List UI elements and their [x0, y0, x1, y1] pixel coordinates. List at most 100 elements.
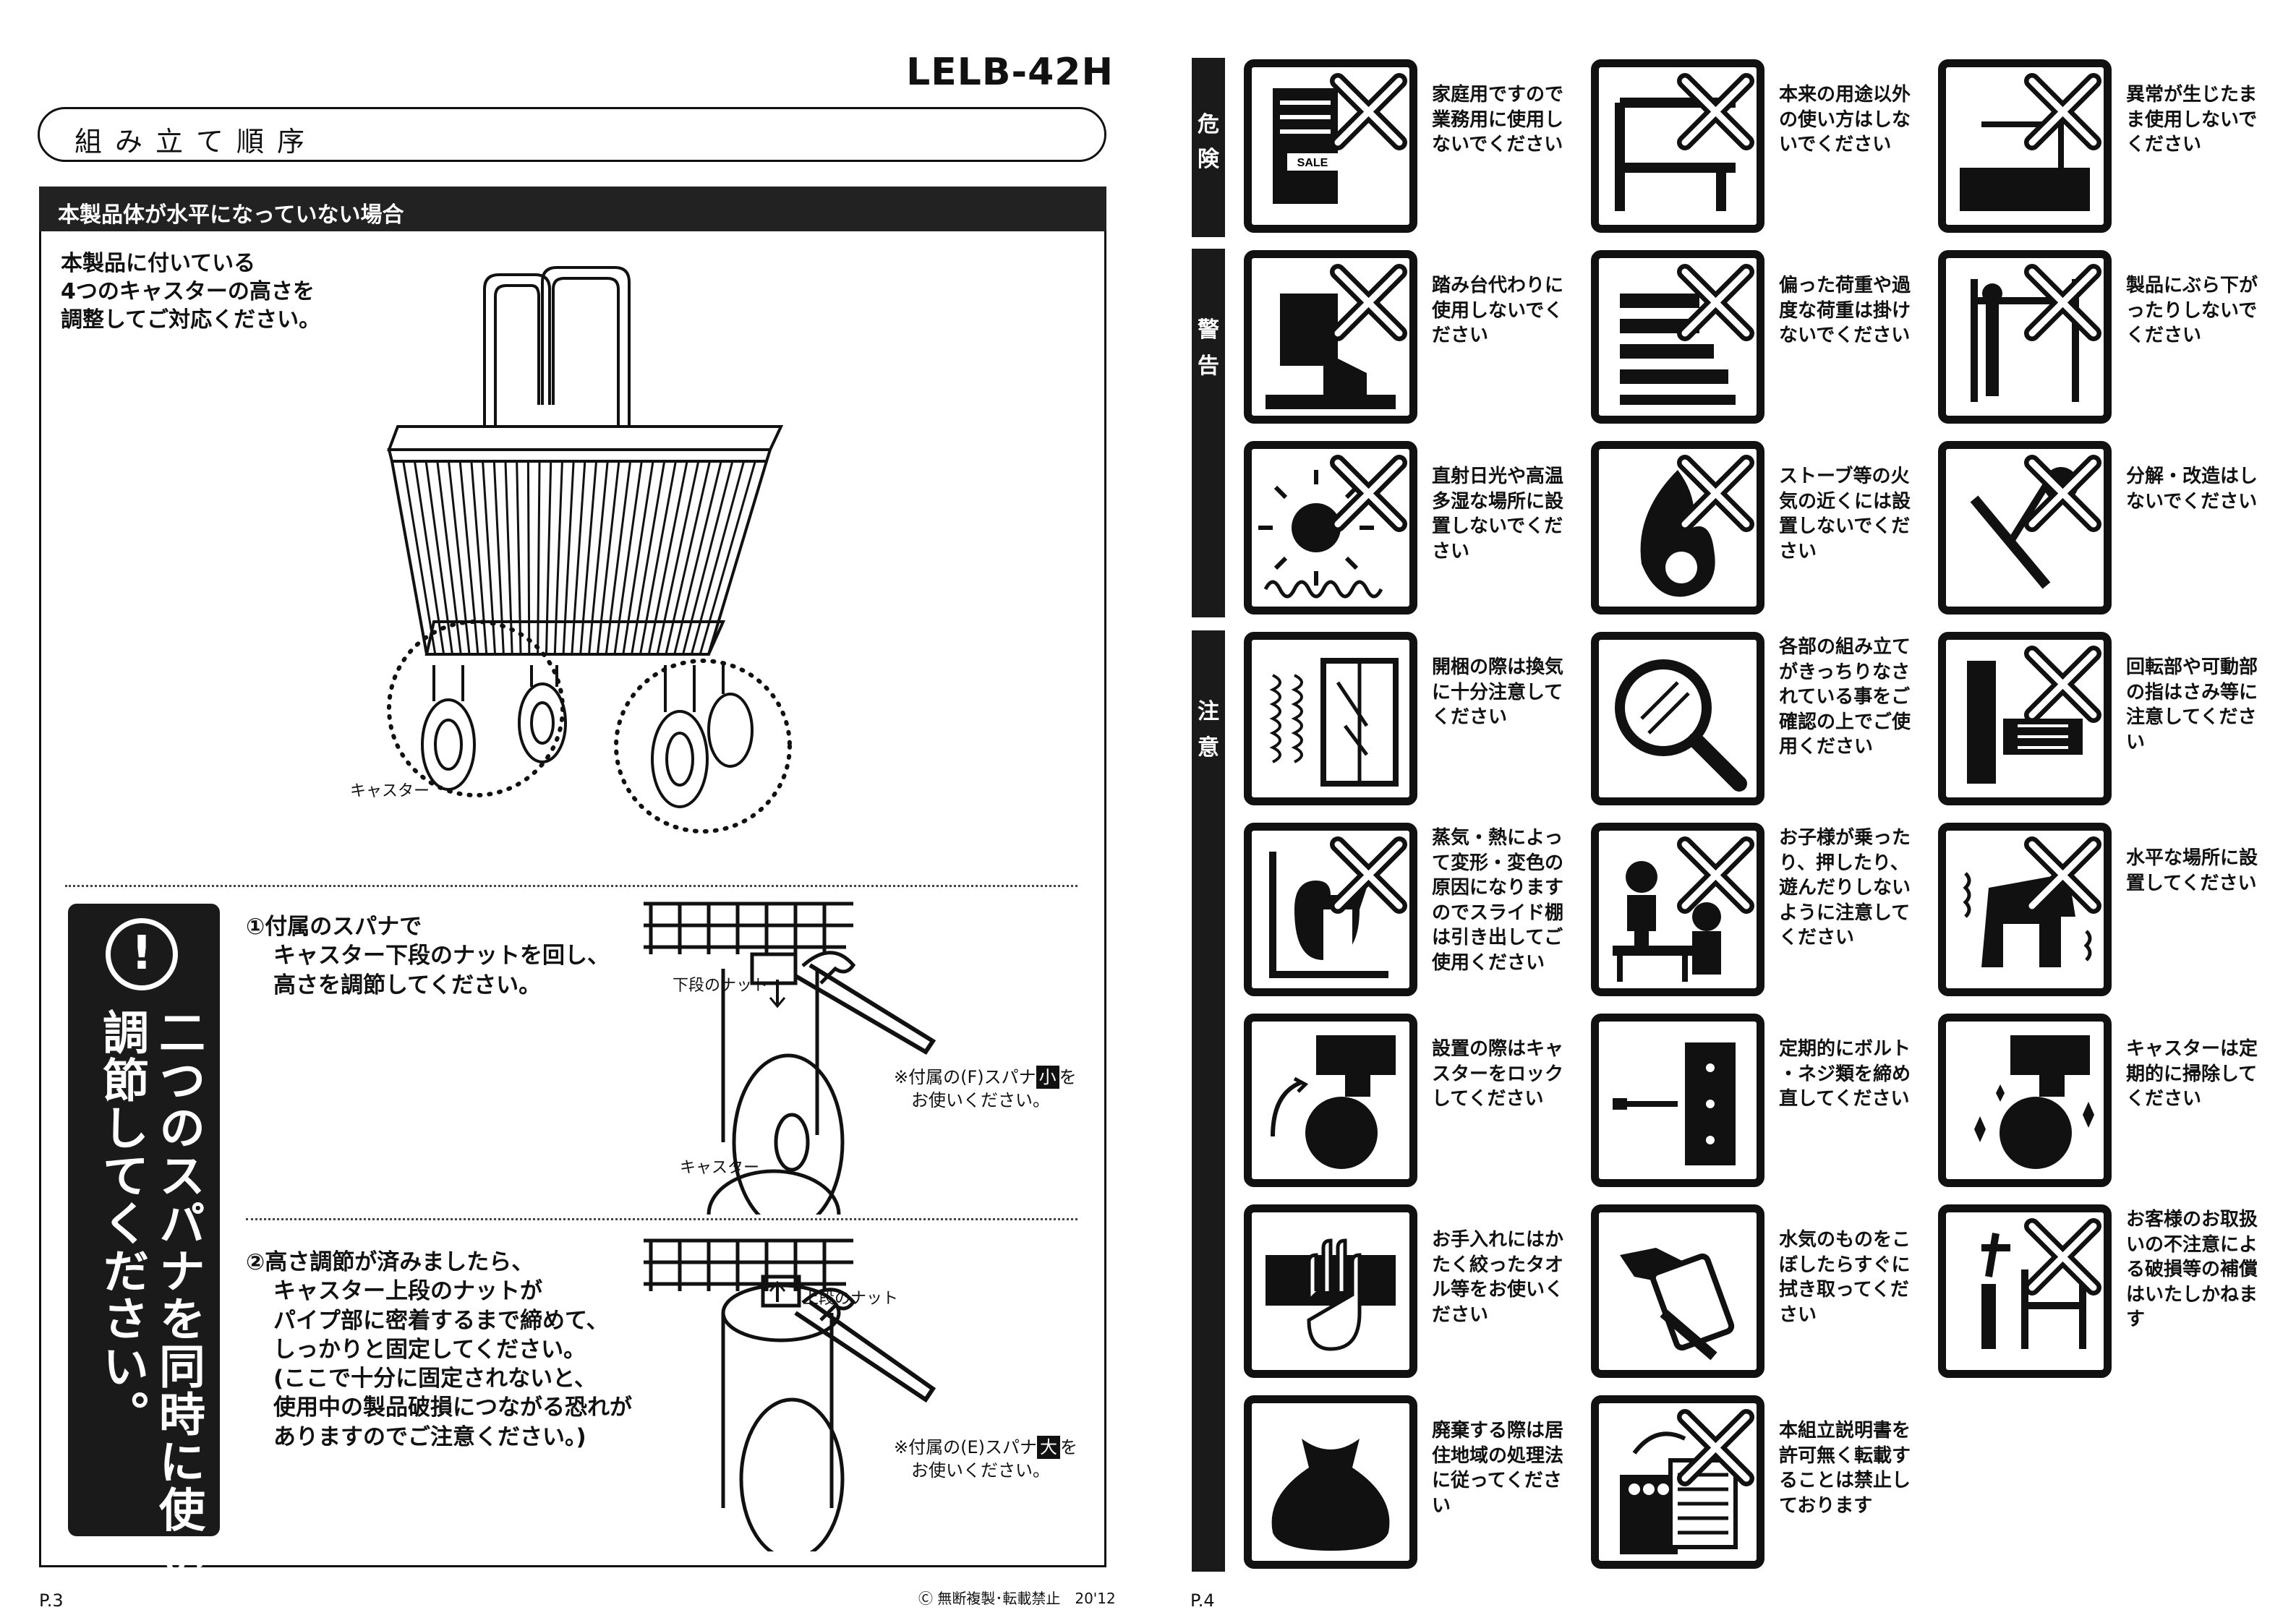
intro-line: 4つのキャスターの高さを: [61, 279, 315, 304]
caption-line: お子様が乗った: [1779, 827, 1911, 849]
caption-line: ております: [1779, 1494, 1873, 1517]
caption-line: 廃棄する際は居: [1432, 1420, 1564, 1442]
caption-line: す: [2126, 1309, 2146, 1331]
basket-bar: [588, 461, 609, 655]
section-title: 組み立て順序: [74, 126, 318, 158]
caption-line: 水平な場所に設: [2126, 847, 2258, 869]
caster-label: キャスター: [350, 782, 430, 800]
basket-bar: [596, 461, 620, 655]
step-line: (ここで十分に固定されないと、: [273, 1366, 597, 1392]
step-line: キャスター下段のナットを回し、: [273, 943, 610, 969]
caster-lock-icon: [1244, 1014, 1417, 1187]
caption-line: キャスターは定: [2126, 1038, 2258, 1060]
caption-line: 偏った荷重や過: [1779, 275, 1911, 296]
uneven-load-prohibited-icon: [1591, 250, 1764, 424]
caption-line: り、押したり、: [1779, 852, 1909, 874]
caption-line: ることは禁止し: [1779, 1470, 1911, 1492]
basket-bar: [526, 461, 531, 655]
caption-line: 設置の際はキャ: [1432, 1038, 1564, 1060]
caption-line: ・ネジ類を締め: [1779, 1063, 1911, 1085]
basket-bar: [605, 461, 632, 655]
no-compensation-icon: [1938, 1204, 2112, 1378]
category-warning: 警 告: [1192, 249, 1225, 617]
caption-line: ったりしないで: [2126, 299, 2258, 322]
caution-caption: 回転部や可動部の指はさみ等に注意してください: [2126, 655, 2271, 755]
cart-illustration: [387, 266, 792, 834]
basket-bar: [622, 461, 654, 655]
caption-line: 蒸気・熱によっ: [1432, 827, 1563, 849]
basket-bar: [673, 461, 722, 655]
category-label: 意: [1198, 735, 1219, 761]
caption-line: 開梱の際は換気: [1432, 656, 1564, 678]
caption-line: 用ください: [1779, 736, 1874, 758]
basket-bar: [424, 461, 453, 655]
step-stool-prohibited-icon: [1244, 250, 1417, 424]
svg-text:SALE: SALE: [1297, 157, 1328, 169]
caption-line: いの不注意によ: [2126, 1233, 2258, 1256]
caption-line: ま使用しないで: [2126, 108, 2258, 131]
caption-line: のでスライド棚: [1432, 902, 1564, 924]
caption-line: ださい: [1432, 325, 1489, 347]
caption-line: 度な荷重は掛け: [1779, 299, 1911, 322]
caption-line: ださい: [1432, 1303, 1489, 1326]
caption-line: 気の近くには設: [1779, 490, 1911, 513]
caption-line: 各部の組み立て: [1779, 636, 1911, 658]
caption-line: 定期的にボルト: [1779, 1038, 1911, 1060]
basket-bars: [391, 461, 768, 655]
caption-line: 回転部や可動部: [2126, 656, 2258, 678]
caution-caption: お手入れにはかたく絞ったタオル等をお使いください: [1432, 1228, 1576, 1327]
basket-bar: [665, 461, 711, 655]
copyright: Ⓒ 無断複製･転載禁止 20'12: [918, 1590, 1116, 1607]
category-label: 危: [1198, 112, 1219, 137]
step1-wrench-illustration: [644, 902, 936, 1215]
shelf-misuse-prohibited-icon: [1591, 59, 1764, 233]
basket-bar: [402, 461, 437, 655]
caption-line: 使用しないでく: [1432, 299, 1563, 322]
wring-towel-icon: [1244, 1204, 1417, 1378]
category-danger: 危 険: [1192, 58, 1225, 237]
caption-line: さい: [1432, 540, 1470, 562]
caution-caption: 定期的にボルト・ネジ類を締め直してください: [1779, 1037, 1924, 1112]
basket-bar: [579, 461, 598, 655]
note-text: ※付属の(E)スパナ: [894, 1437, 1037, 1457]
step1-note: ※付属の(F)スパナ小を お使いください。: [894, 1066, 1077, 1113]
sale-shelf-prohibited-icon: SALE: [1244, 59, 1417, 233]
step-line: ①付属のスパナで: [246, 914, 422, 940]
basket-bar: [553, 461, 563, 655]
caution-caption: 製品にぶら下がったりしないでください: [2126, 273, 2271, 348]
lower-nut-label: 下段のナット: [673, 977, 769, 995]
caution-caption: 家庭用ですので業務用に使用しないでください: [1432, 82, 1576, 158]
basket-bar: [707, 461, 768, 655]
caption-line: 拭き取ってくだ: [1779, 1279, 1909, 1301]
step1-text: ①付属のスパナで キャスター下段のナットを回し、 高さを調節してください。: [246, 912, 610, 1000]
basket-bar: [545, 461, 552, 655]
intro-text: 本製品に付いている 4つのキャスターの高さを 調整してご対応ください。: [61, 249, 320, 334]
caption-line: 置してください: [2126, 872, 2257, 894]
caption-line: 置しないでくだ: [1432, 515, 1563, 538]
caution-caption: 水平な場所に設置してください: [2126, 846, 2271, 896]
caster-label: キャスター: [680, 1159, 760, 1177]
caption-line: 水気のものをこ: [1779, 1229, 1911, 1251]
step-line: ありますのでご注意ください。): [273, 1423, 586, 1450]
basket-bar: [613, 461, 643, 655]
step-line: しっかりと固定してください。: [273, 1336, 586, 1363]
caution-caption: 設置の際はキャスターをロックしてください: [1432, 1037, 1576, 1112]
basket-bar: [436, 461, 462, 655]
caption-line: ないでください: [2126, 490, 2258, 513]
basket-bar: [656, 461, 700, 655]
caption-line: 踏み台代わりに: [1432, 275, 1564, 296]
caption-line: ないでください: [1432, 134, 1563, 156]
step2-note: ※付属の(E)スパナ大を お使いください。: [894, 1436, 1077, 1483]
intro-line: 調整してご対応ください。: [61, 307, 321, 333]
caption-line: ください: [2126, 325, 2202, 347]
caution-caption: お子様が乗ったり、押したり、遊んだりしないように注意してください: [1779, 826, 1924, 951]
category-caution: 注 意: [1192, 630, 1225, 1572]
caption-line: る破損等の補償: [2126, 1259, 2258, 1281]
finger-pinch-prohibited-icon: [1938, 632, 2112, 805]
bolt-retighten-icon: [1591, 1014, 1764, 1187]
caution-caption: 異常が生じたまま使用しないでください: [2126, 82, 2271, 158]
caption-line: ないでください: [1779, 325, 1911, 347]
caption-line: はいたしかねま: [2126, 1283, 2258, 1306]
caption-line: ストーブ等の火: [1779, 466, 1910, 487]
note-text: お使いください。: [911, 1460, 1050, 1481]
